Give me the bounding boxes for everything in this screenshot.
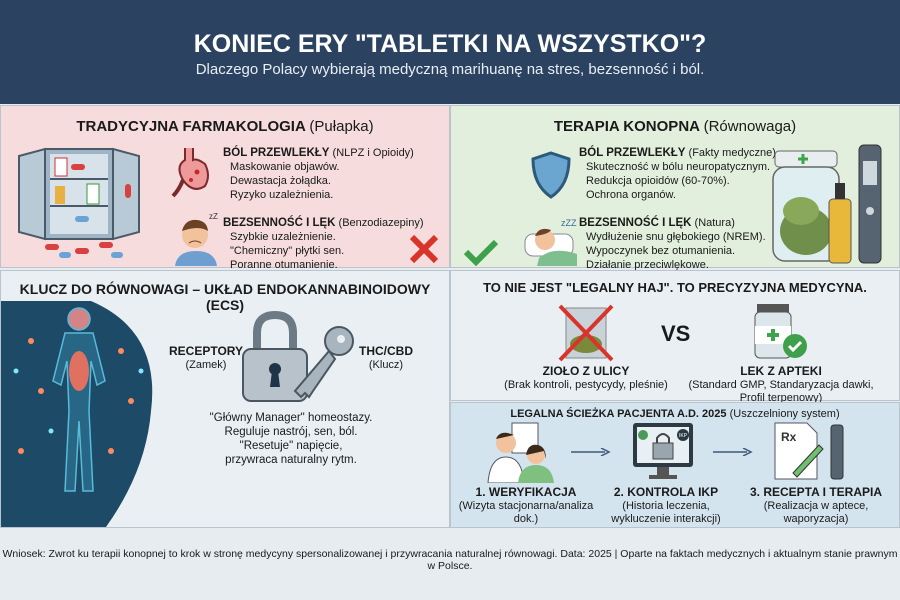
red-x-icon — [409, 234, 439, 264]
sleeping-person-icon: zZZ — [524, 218, 577, 266]
shield-icon — [531, 151, 571, 199]
medicine-cabinet-icon — [18, 147, 140, 258]
sleep-block: BEZSENNOŚĆ I LĘK (Natura) Wydłużenie snu… — [579, 217, 766, 271]
ecs-panel: KLUCZ DO RÓWNOWAGI – UKŁAD ENDOKANNABINO… — [0, 270, 450, 528]
green-check-icon — [463, 239, 499, 266]
panel-title: TRADYCYJNA FARMAKOLOGIA (Pułapka) — [76, 118, 374, 135]
header: KONIEC ERY "TABLETKI NA WSZYSTKO"? Dlacz… — [0, 0, 900, 104]
footer-conclusion: Wniosek: Zwrot ku terapii konopnej to kr… — [2, 548, 898, 572]
pain-block: BÓL PRZEWLEKŁY (Fakty medyczne) Skuteczn… — [579, 147, 776, 201]
rx-symbol: Rx — [781, 430, 797, 444]
traditional-pharmacology-panel: TRADYCYJNA FARMAKOLOGIA (Pułapka) BÓL PR… — [0, 105, 450, 271]
vs-label: VS — [661, 321, 691, 346]
panel-title: TO NIE JEST "LEGALNY HAJ". TO PRECYZYJNA… — [483, 280, 867, 295]
arrow-right-icon — [713, 448, 753, 456]
human-body-nervous-system-icon — [1, 301, 153, 527]
step-prescription: 3. RECEPTA I TERAPIA(Realizacja w aptece… — [749, 485, 883, 526]
svg-text:zZ: zZ — [209, 212, 218, 221]
pharmacy-label: LEK Z APTEKI(Standard GMP, Standaryzacja… — [688, 364, 874, 405]
arrow-right-icon — [571, 448, 611, 456]
precision-medicine-panel: TO NIE JEST "LEGALNY HAJ". TO PRECYZYJNA… — [450, 270, 900, 404]
stomach-icon — [171, 148, 209, 198]
patient-path-panel: LEGALNA ŚCIEŻKA PACJENTA A.D. 2025 (Uszc… — [450, 402, 900, 528]
cannabis-jar-oil-vape-icon — [772, 144, 882, 264]
panel-title: TERAPIA KONOPNA (Równowaga) — [553, 118, 797, 135]
street-weed-crossed-icon — [558, 304, 614, 362]
pain-block: BÓL PRZEWLEKŁY (NLPZ i Opioidy) Maskowan… — [223, 147, 414, 201]
prescription-vape-icon: Rx — [774, 422, 844, 480]
panel-title: KLUCZ DO RÓWNOWAGI – UKŁAD ENDOKANNABINO… — [19, 281, 431, 313]
panel-title: LEGALNA ŚCIEŻKA PACJENTA A.D. 2025 (Uszc… — [510, 408, 840, 420]
padlock-and-key-icon — [242, 311, 354, 402]
ikp-badge: IKP — [679, 433, 688, 439]
step-verification: 1. WERYFIKACJA(Wizyta stacjonarna/analiz… — [458, 485, 594, 526]
pharmacy-medicine-icon — [754, 304, 807, 359]
subtitle: Dlaczego Polacy wybierają medyczną marih… — [195, 61, 705, 78]
thc-cbd-label: THC/CBD(Klucz) — [359, 344, 413, 372]
doctor-patient-icon — [487, 422, 554, 483]
tired-person-icon: zZ — [175, 212, 218, 266]
computer-lock-icon: IKP — [633, 423, 693, 479]
step-ikp-check: 2. KONTROLA IKP(Historia leczenia,wykluc… — [611, 485, 721, 526]
cannabis-therapy-panel: TERAPIA KONOPNA (Równowaga) BÓL PRZEWLEK… — [450, 105, 900, 271]
street-weed-label: ZIOŁO Z ULICY(Brak kontroli, pestycydy, … — [504, 364, 668, 392]
receptors-label: RECEPTORY(Zamek) — [168, 344, 243, 372]
ecs-description: "Główny Manager" homeostazy.Reguluje nas… — [209, 412, 373, 466]
svg-text:zZZ: zZZ — [561, 218, 577, 228]
main-title: KONIEC ERY "TABLETKI NA WSZYSTKO"? — [193, 30, 707, 58]
sleep-block: BEZSENNOŚĆ I LĘK (Benzodiazepiny) Szybki… — [223, 217, 424, 271]
